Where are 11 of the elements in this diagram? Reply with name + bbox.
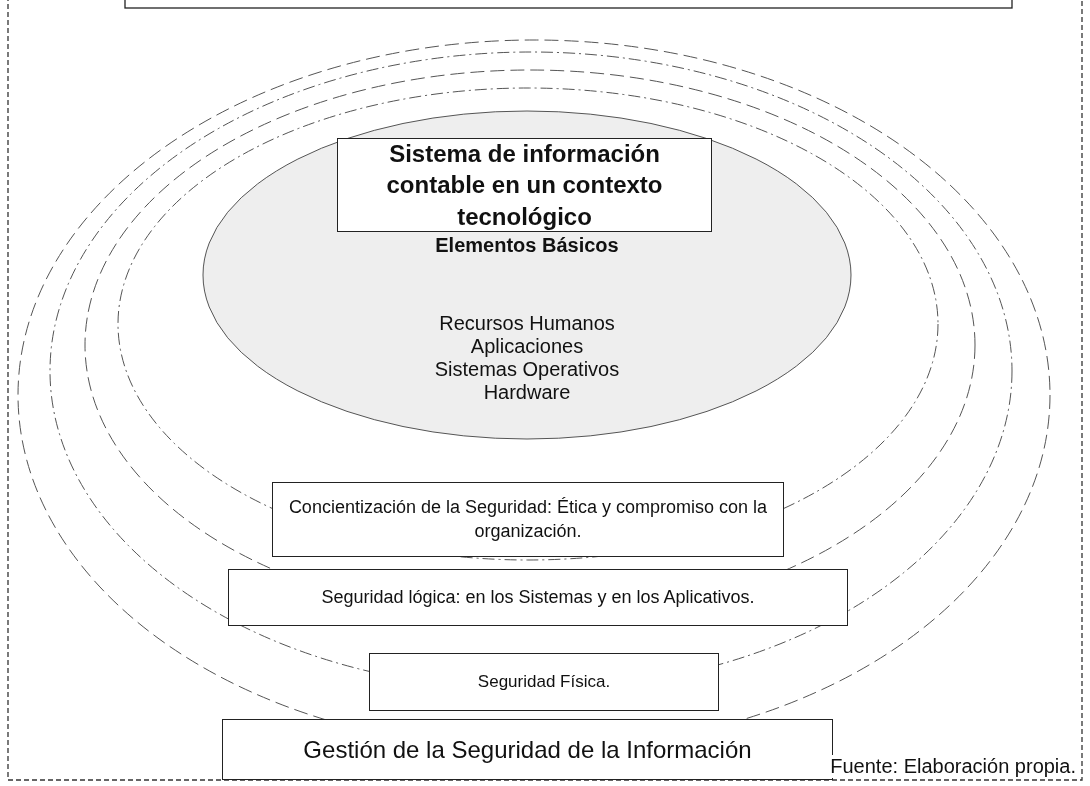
label-box: Gestión de la Seguridad de la Información: [222, 719, 833, 780]
list-item: Hardware: [482, 381, 572, 404]
label-box: Sistema de información contable en un contexto tecnológico: [337, 138, 712, 232]
list-item: Recursos Humanos: [438, 312, 616, 335]
heading: Elementos Básicos: [434, 234, 620, 257]
ellipse-node: [202, 110, 852, 440]
list-item: Aplicaciones: [469, 335, 585, 358]
list-item: Sistemas Operativos: [433, 358, 621, 381]
label-box: Concientización de la Seguridad: Ética y compromiso con la organización.: [272, 482, 784, 557]
label-box: Seguridad lógica: en los Sistemas y en los Aplicativos.: [228, 569, 848, 626]
label-box: Seguridad Física.: [369, 653, 719, 711]
